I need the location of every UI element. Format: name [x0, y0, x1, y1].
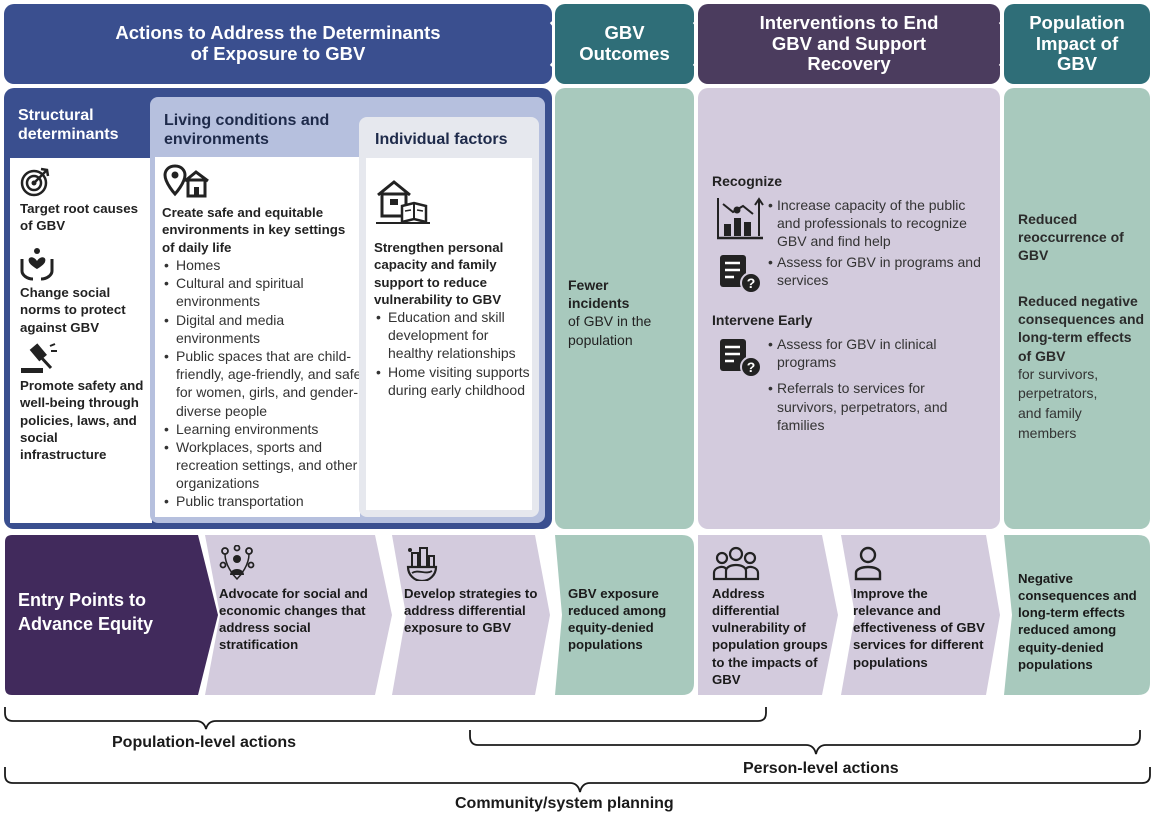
list-item: Digital and media environments [162, 311, 362, 347]
community-brace [4, 767, 1151, 793]
structural-card [10, 158, 152, 523]
equity-chevron-text: Negative consequences and long-term effe… [1018, 571, 1137, 672]
header-interventions-label: Interventions to End GBV and Support Rec… [759, 11, 939, 75]
list-item: Increase capacity of the public and prof… [768, 196, 988, 251]
intervene-list: Assess for GBV in clinical programs Refe… [768, 335, 948, 434]
list-item: Homes [162, 256, 362, 274]
equity-chevron-shape [555, 535, 694, 695]
equity-chevron-shape [392, 535, 550, 695]
equity-chevron-text: Address differential vulnerability of po… [712, 586, 828, 687]
impact-panel [1004, 88, 1150, 529]
outcomes-rest: of GBV in the population [568, 313, 652, 348]
equity-title-shape [5, 535, 218, 695]
list-item: Public transportation [162, 492, 362, 510]
header-population-impact: Population Impact of GBV [1004, 4, 1150, 84]
header-population-impact-label: Population Impact of GBV [1029, 11, 1125, 75]
equity-chevron-text: Advocate for social and economic changes… [219, 586, 368, 653]
population-brace [4, 707, 767, 730]
structural-item-target: Target root causes of GBV [20, 201, 138, 234]
community-label: Community/system planning [455, 795, 674, 812]
gavel-icon [21, 343, 57, 373]
impact-bold: Reduced negative consequences and long-t… [1018, 293, 1145, 364]
hands-heart-icon [20, 248, 54, 281]
outcomes-panel [555, 88, 694, 529]
list-item: Referrals to services for survivors, per… [768, 379, 948, 434]
individual-list: Education and skill development for heal… [374, 308, 532, 399]
list-item: Home visiting supports during early chil… [374, 363, 532, 399]
living-list: Homes Cultural and spiritual environment… [162, 256, 362, 511]
house-book-icon [376, 180, 430, 224]
group-icon [712, 546, 760, 581]
svg-text:?: ? [747, 275, 756, 291]
equity-row [5, 535, 1150, 695]
person-label: Person-level actions [743, 760, 899, 777]
equity-title: Entry Points to Advance Equity [18, 590, 154, 635]
list-item: Education and skill development for heal… [374, 308, 532, 363]
outcomes-bold: Fewer incidents [568, 277, 630, 312]
list-item: Workplaces, sports and recreation settin… [162, 438, 362, 493]
equity-chevron-text: Develop strategies to address differenti… [404, 586, 538, 636]
individual-title: Individual factors [375, 131, 508, 148]
document-question-icon: ? [720, 255, 762, 294]
structural-title: Structural determinants [18, 107, 119, 144]
header-outcomes-label: GBV Outcomes [579, 22, 670, 64]
structural-item-norms: Change social norms to protect against G… [20, 285, 126, 335]
recognize-list-1: Increase capacity of the public and prof… [768, 196, 988, 251]
impact-item-reoccurrence: Reduced reoccurrence of GBV [1018, 211, 1124, 264]
list-item: Assess for GBV in clinical programs [768, 335, 948, 371]
globe-city-icon [406, 547, 438, 581]
intervene-title: Intervene Early [712, 312, 813, 328]
chart-person-icon [717, 197, 764, 240]
living-title: Living conditions and environments [164, 112, 330, 149]
person-brace [469, 730, 1141, 755]
header-outcomes: GBV Outcomes [555, 4, 694, 84]
header-actions: Actions to Address the Determinants of E… [4, 4, 552, 84]
person-icon [854, 546, 882, 581]
list-item: Learning environments [162, 420, 362, 438]
target-icon [20, 167, 50, 197]
list-item: Cultural and spiritual environments [162, 274, 362, 310]
recognize-list-2: Assess for GBV in programs and services [768, 253, 988, 289]
location-home-icon [163, 164, 209, 198]
population-label: Population-level actions [112, 734, 297, 751]
equity-chevron-shape [1004, 535, 1150, 695]
individual-heading: Strengthen personal capacity and family … [374, 240, 504, 307]
svg-text:?: ? [747, 359, 756, 375]
list-item: Assess for GBV in programs and services [768, 253, 988, 289]
outcomes-text: Fewer incidents of GBV in the population [568, 276, 688, 349]
equity-chevron-shape [698, 535, 838, 695]
list-item: Public spaces that are child-friendly, a… [162, 347, 362, 420]
structural-item-policy: Promote safety and well-being through po… [20, 378, 144, 463]
document-question-icon: ? [720, 339, 762, 378]
interventions-panel [698, 88, 1000, 529]
living-heading: Create safe and equitable environments i… [162, 205, 346, 255]
people-network-icon [219, 545, 255, 581]
equity-chevron-shape [205, 535, 392, 695]
equity-chevron-text: GBV exposure reduced among equity-denied… [568, 586, 667, 653]
recognize-title: Recognize [712, 173, 783, 189]
equity-chevron-text: Improve the relevance and effectiveness … [853, 586, 985, 670]
header-actions-label: Actions to Address the Determinants of E… [115, 22, 441, 64]
impact-rest: for survivors, perpetrators, and family … [1018, 365, 1099, 441]
impact-item-consequences: Reduced negative consequences and long-t… [1018, 292, 1146, 443]
header-interventions: Interventions to End GBV and Support Rec… [698, 4, 1000, 84]
